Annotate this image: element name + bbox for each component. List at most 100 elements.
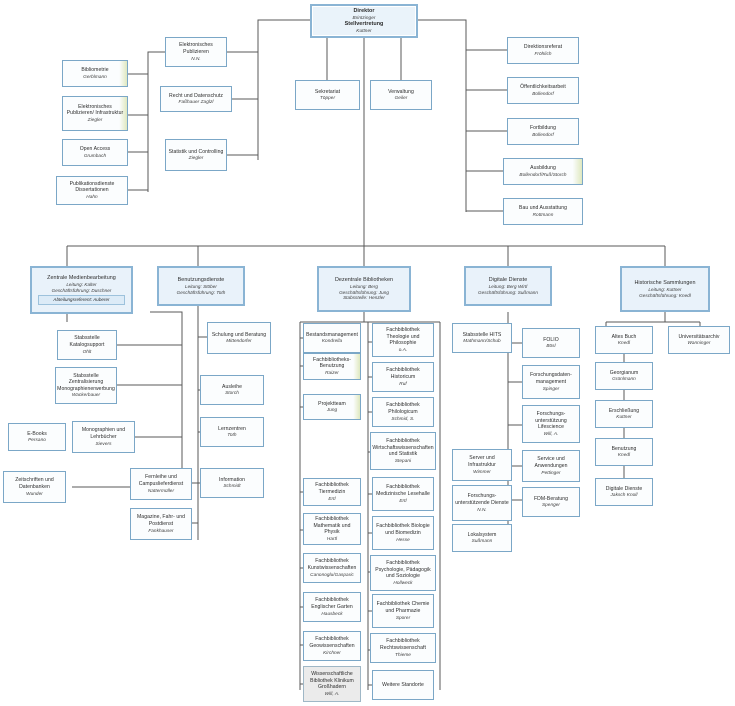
box-fb-englischer-garten[interactable]: Fachbibliothek Englischer Garten Hausbec… [303,592,361,622]
box-fb-historicum[interactable]: Fachbibliothek Historicum Ruf [372,362,434,392]
box-altes-buch[interactable]: Altes Buch Knedl [595,326,653,354]
box-person: Gerblmann [83,73,107,79]
box-fb-philologicum[interactable]: Fachbibliothek Philologicum Schmid, S. [372,397,434,427]
box-wb-klinikum-grosshadern[interactable]: Wissenschaftliche Bibliothek Klinikum Gr… [303,666,361,702]
box-title: FOLIO [543,336,559,343]
box-fb-wirtschaftswissenschaften-statistik[interactable]: Fachbibliothek Wirtschaftswissenschaften… [370,432,436,470]
box-e-books[interactable]: E-Books Persano [8,423,66,451]
box-title: Stabsstelle HITS [462,331,502,338]
box-fb-geowissenschaften[interactable]: Fachbibliothek Geowissenschaften Kirchne… [303,631,361,661]
box-bestandsmanagement[interactable]: Bestandsmanagement Kondrella [303,323,361,353]
box-person: Grünlmann [612,376,636,382]
box-person: Ziegler [188,155,204,161]
box-folio[interactable]: FOLIO Bösl [522,328,580,358]
box-fb-chemie-und-pharmazie[interactable]: Fachbibliothek Chemie und Pharmazie Spor… [372,594,434,628]
box-direktionsreferat[interactable]: Direktionsreferat Fröhlich [507,37,579,64]
box-fb-psychologie-paedagogik-soziologie[interactable]: Fachbibliothek Psychologie, Pädagogik un… [370,555,436,591]
box-title: Statistik und Controlling [168,148,224,155]
box-digitale-dienste-hs[interactable]: Digitale Dienste Jaksch Knoll [595,478,653,506]
box-fb-biologie-und-biomedizin[interactable]: Fachbibliothek Biologie und Biomedizin H… [372,516,434,550]
box-georgianum[interactable]: Georgianum Grünlmann [595,362,653,390]
box-person: Pettinger [541,469,561,475]
box-person: Will, A. [543,430,559,436]
box-zeitschriften-und-datenbanken[interactable]: Zeitschriften und Datenbanken Wunder [3,471,66,503]
box-publikationsdienste-dissertationen[interactable]: Publikationsdienste Dissertationen Hahn [56,176,128,205]
box-forschungsunterstuetzende-dienste[interactable]: Forschungs-unterstützende Dienste N.N. [452,485,512,521]
box-monographien-und-lehrbuecher[interactable]: Monographien und Lehrbücher Sievers [72,421,135,453]
box-person: Hartl [326,535,338,541]
box-title: Information [218,476,246,483]
dept-zentrale-medienbearbeitung[interactable]: Zentrale Medienbearbeitung Leitung: Kalt… [30,266,133,314]
box-statistik-und-controlling[interactable]: Statistik und Controlling Ziegler [165,139,227,171]
box-service-und-anwendungen[interactable]: Service und Anwendungen Pettinger [522,450,580,482]
box-information[interactable]: Information Schmidt [200,468,264,498]
box-fb-mathematik-und-physik[interactable]: Fachbibliothek Mathematik und Physik Har… [303,513,361,545]
box-lernzentren[interactable]: Lernzentren Toth [200,417,264,447]
dept-benutzungsdienste[interactable]: Benutzungsdienste Leitung: Stöber Geschä… [157,266,245,306]
box-title: Stabsstelle Katalogsupport [69,335,105,348]
box-verwaltung[interactable]: Verwaltung Geiler [370,80,432,110]
dept-dezentrale-bibliotheken[interactable]: Dezentrale Bibliotheken Leitung: Berg Ge… [317,266,411,312]
box-stabsstelle-hits[interactable]: Stabsstelle HITS Mathmann/Schub [452,323,512,353]
box-forschungsunterstuetzung-lifescience[interactable]: Forschungs-unterstützung Lifescience Wil… [522,405,580,443]
box-schulung-und-beratung[interactable]: Schulung und Beratung Mittendorfer [207,322,271,354]
box-projektteam[interactable]: Projektteam Jung [303,394,361,420]
box-erschliessung[interactable]: Erschließung Kuttner [595,400,653,428]
box-direktor[interactable]: Direktor Brintzinger Stellvertretung Kut… [310,4,418,38]
box-person: Kondrella [321,338,343,344]
box-forschungsdatenmanagement[interactable]: Forschungsdaten-management Spinger [522,365,580,399]
box-title: Publikationsdienste Dissertationen [69,180,115,194]
box-title: Forschungs-unterstützende Dienste [455,493,509,506]
box-person: Wimmer [473,468,491,474]
box-title: Altes Buch [611,333,637,340]
dept-extra: Stabsstelle: Henzler [343,295,385,301]
box-fb-tiermedizin[interactable]: Fachbibliothek Tiermedizin Ertl [303,478,361,506]
box-ausbildung[interactable]: Ausbildung Bollendorf/Ruß/Storch [503,158,583,185]
box-title: Fortbildung [529,125,557,132]
box-recht-und-datenschutz[interactable]: Recht und Datenschutz Faßhauer Zaglzl [160,86,232,112]
box-stabsstelle-zentralisierung[interactable]: Stabsstelle Zentralisierung Monographien… [55,367,117,404]
box-server-und-infrastruktur[interactable]: Server und Infrastruktur Wimmer [452,449,512,481]
box-title: Stabsstelle Zentralisierung Monographien… [57,372,115,392]
box-fortbildung[interactable]: Fortbildung Bollendorf [507,118,579,145]
box-title: Recht und Datenschutz [169,92,223,99]
box-stabsstelle-katalogsupport[interactable]: Stabsstelle Katalogsupport Ohlt [57,330,117,360]
box-fachbibliotheks-benutzung[interactable]: Fachbibliotheks-Benutzung Raizer [303,353,361,380]
stellvertretung-title: Stellvertretung [344,21,384,27]
direktor-name: Brintzinger [352,14,376,20]
box-weitere-standorte[interactable]: Weitere Standorte [372,670,434,700]
box-person: Bollendorf [532,131,554,137]
box-fb-kunstwissenschaften[interactable]: Fachbibliothek Kunstwissenschaften Canon… [303,553,361,583]
box-magazine-fahr-und-postdienst[interactable]: Magazine, Fahr- und Postdienst Fankhause… [130,508,192,540]
box-fb-theologie-und-philosophie[interactable]: Fachbibliothek Theologie und Philosophie… [372,323,434,357]
box-fb-medizinische-lesehalle[interactable]: Fachbibliothek Medizinische Lesehalle Er… [372,477,434,511]
box-title: Lernzentren [218,425,246,432]
box-ausleihe[interactable]: Ausleihe Storch [200,375,264,405]
box-person: Ziegler [87,117,103,123]
box-person: Töpper [319,95,336,101]
dept-digitale-dienste[interactable]: Digitale Dienste Leitung: Berg Wirtl Ges… [464,266,552,306]
box-person: Will, A. [324,690,340,696]
box-fb-rechtswissenschaft[interactable]: Fachbibliothek Rechtswissenschaft Thieme [370,633,436,663]
box-title: Elektronisches Publizieren [179,42,213,55]
box-elektronisches-publizieren[interactable]: Elektronisches Publizieren N.N. [165,37,227,67]
box-title: Zeitschriften und Datenbanken [15,477,54,490]
box-person: Raizer [325,370,339,376]
box-title: Fachbibliothek Historicum [386,367,420,380]
box-universitaetsarchiv[interactable]: Universitätsarchiv Wanninger [668,326,730,354]
box-bibliometrie[interactable]: Bibliometrie Gerblmann [62,60,128,87]
box-open-access[interactable]: Open Access Grumbach [62,139,128,166]
box-bau-und-ausstattung[interactable]: Bau und Ausstattung Rottmann [503,198,583,225]
box-lokalsystem[interactable]: Lokalsystem Sußmann [452,524,512,552]
dept-manager: Geschäftsführung: Sußmann [478,289,538,295]
box-sekretariat[interactable]: Sekretariat Töpper [295,80,360,110]
box-oeffentlichkeitsarbeit[interactable]: Öffentlichkeitsarbeit Bollendorf [507,77,579,104]
box-elektronisches-publizieren-infrastruktur[interactable]: Elektronisches Publizieren/ Infrastruktu… [62,96,128,131]
dept-title: Dezentrale Bibliotheken [334,276,394,283]
box-fdm-beratung[interactable]: FDM-Beratung Spenger [522,487,580,517]
dept-historische-sammlungen[interactable]: Historische Sammlungen Leitung: Kuttner … [620,266,710,312]
box-fernleihe-und-campuslieferdienst[interactable]: Fernleihe und Campuslieferdienst Natterm… [130,468,192,500]
box-person: Knedl [617,452,631,458]
box-benutzung[interactable]: Benutzung Knedl [595,438,653,466]
box-title: Digitale Dienste [605,485,643,492]
